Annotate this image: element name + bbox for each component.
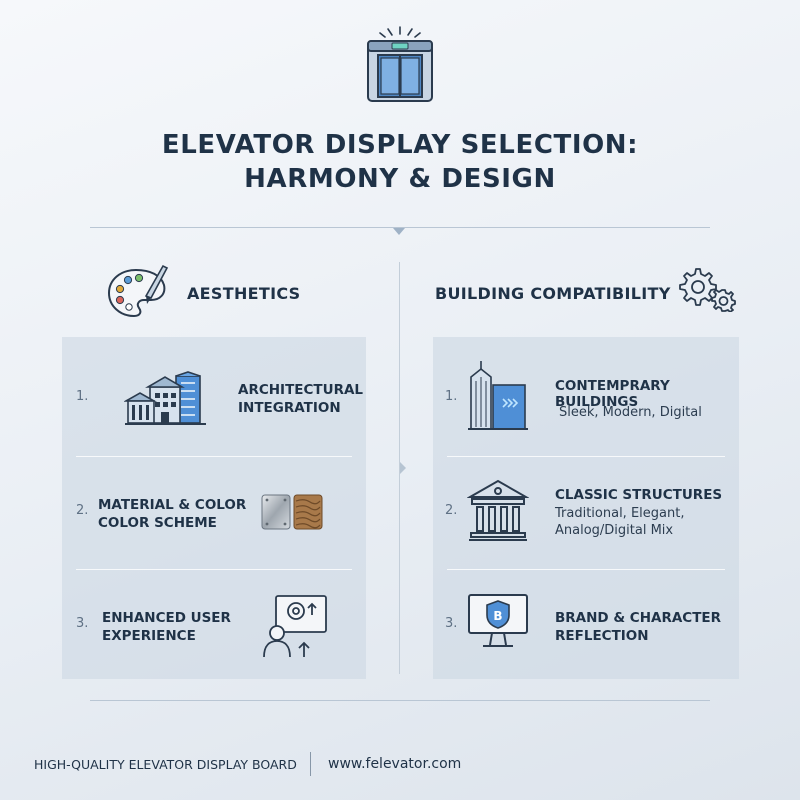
page-title-line-2: HARMONY & DESIGN <box>244 164 556 194</box>
page-title: ELEVATOR DISPLAY SELECTION: HARMONY & DE… <box>0 128 800 196</box>
footer-website-link[interactable]: www.felevator.com <box>328 756 462 772</box>
footer-separator <box>310 752 311 776</box>
item-title-line-1: CLASSIC STRUCTURES <box>555 487 723 503</box>
material-swatches-icon <box>261 494 323 530</box>
palette-icon <box>107 264 169 318</box>
compatibility-panel: 1. CONTEMPRARY BUILDINGS Sleek, Modern, … <box>433 337 739 679</box>
classic-building-icon <box>467 479 529 541</box>
elevator-icon <box>367 26 433 102</box>
row-divider <box>447 456 725 457</box>
item-title-line-2: INTEGRATION <box>238 400 341 416</box>
item-subtitle: Sleek, Modern, Digital <box>559 405 702 420</box>
item-number: 1. <box>445 389 458 404</box>
column-divider-caret <box>400 462 406 474</box>
item-title-line-1: ARCHITECTURAL <box>238 382 364 398</box>
item-title-line-2: REFLECTION <box>555 628 649 644</box>
buildings-icon <box>124 371 206 425</box>
row-divider <box>447 569 725 570</box>
item-title-line-1: MATERIAL & COLOR <box>98 497 247 513</box>
user-screen-icon <box>263 595 327 658</box>
column-divider <box>399 262 400 674</box>
item-number: 2. <box>445 503 458 518</box>
brand-monitor-icon: B <box>468 594 528 647</box>
row-divider <box>76 569 352 570</box>
item-title-line-1: ENHANCED USER <box>102 610 231 626</box>
item-number: 2. <box>76 503 89 518</box>
gears-icon <box>679 268 736 312</box>
aesthetics-heading: AESTHETICS <box>187 284 301 303</box>
item-number: 3. <box>445 616 458 631</box>
svg-text:B: B <box>493 609 502 623</box>
footer-divider <box>90 700 710 701</box>
item-subtitle-line-2: Analog/Digital Mix <box>555 523 674 538</box>
aesthetics-panel: 1. ARCHITECTURAL INTEGRATION 2. MATERIAL… <box>62 337 366 679</box>
title-divider-caret <box>393 228 405 235</box>
row-divider <box>76 456 352 457</box>
item-title-line-2: EXPERIENCE <box>102 628 196 644</box>
item-title-line-1: BRAND & CHARACTER <box>555 610 722 626</box>
item-number: 1. <box>76 389 89 404</box>
item-title-line-2: BUILDINGS <box>555 394 639 410</box>
title-divider <box>90 227 710 228</box>
skyscraper-icon <box>468 361 528 430</box>
compatibility-heading: BUILDING COMPATIBILITY <box>435 284 671 303</box>
footer-tagline: HIGH-QUALITY ELEVATOR DISPLAY BOARD <box>34 757 297 772</box>
item-title-line-1: CONTEMPRARY <box>555 378 670 394</box>
item-title-line-2: COLOR SCHEME <box>98 515 217 531</box>
item-number: 3. <box>76 616 89 631</box>
item-subtitle-line-1: Traditional, Elegant, <box>555 506 685 521</box>
page-title-line-1: ELEVATOR DISPLAY SELECTION: <box>161 130 639 160</box>
